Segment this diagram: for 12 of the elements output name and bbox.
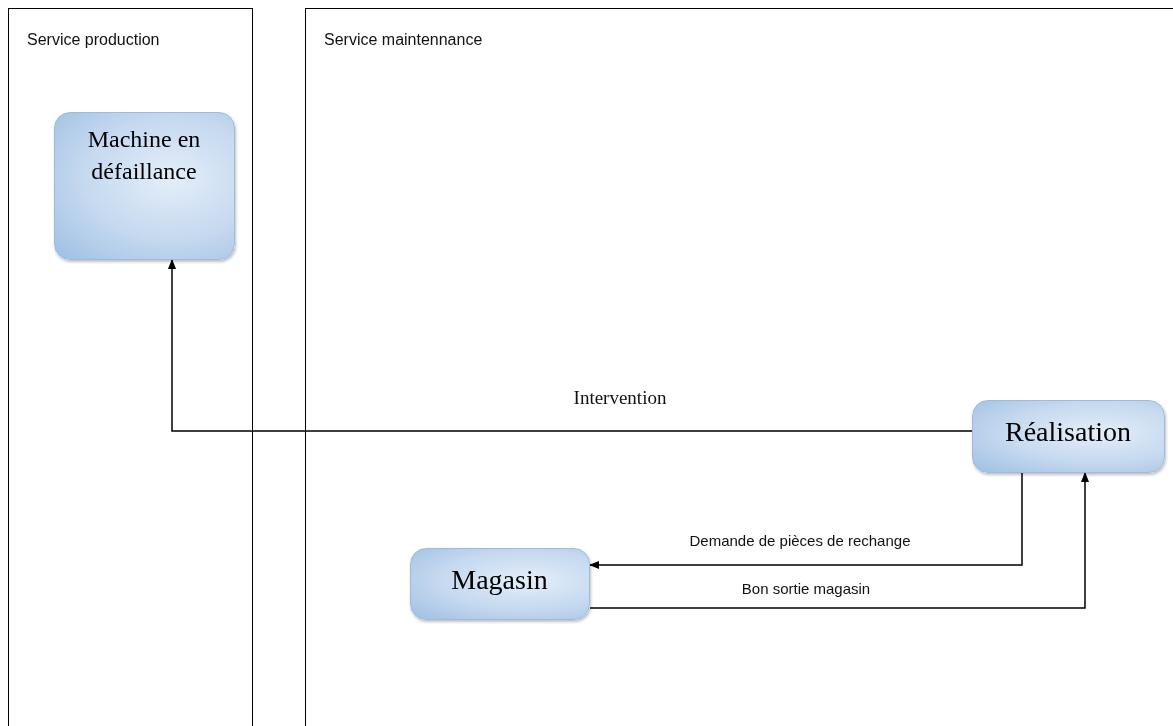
- process-box: [409, 547, 590, 620]
- swimlane: [8, 8, 253, 726]
- process-box: [971, 399, 1165, 473]
- arrow: [589, 471, 1090, 609]
- box-label: Réalisation: [1004, 414, 1132, 449]
- arrow: [588, 472, 1023, 570]
- box-label: Machine en défaillance: [86, 124, 202, 186]
- arrow: [167, 258, 973, 432]
- lane-title: Service maintennance: [324, 31, 483, 49]
- process-box: [53, 111, 235, 260]
- lane-title: Service production: [27, 31, 160, 49]
- box-label: Magasin: [450, 562, 549, 597]
